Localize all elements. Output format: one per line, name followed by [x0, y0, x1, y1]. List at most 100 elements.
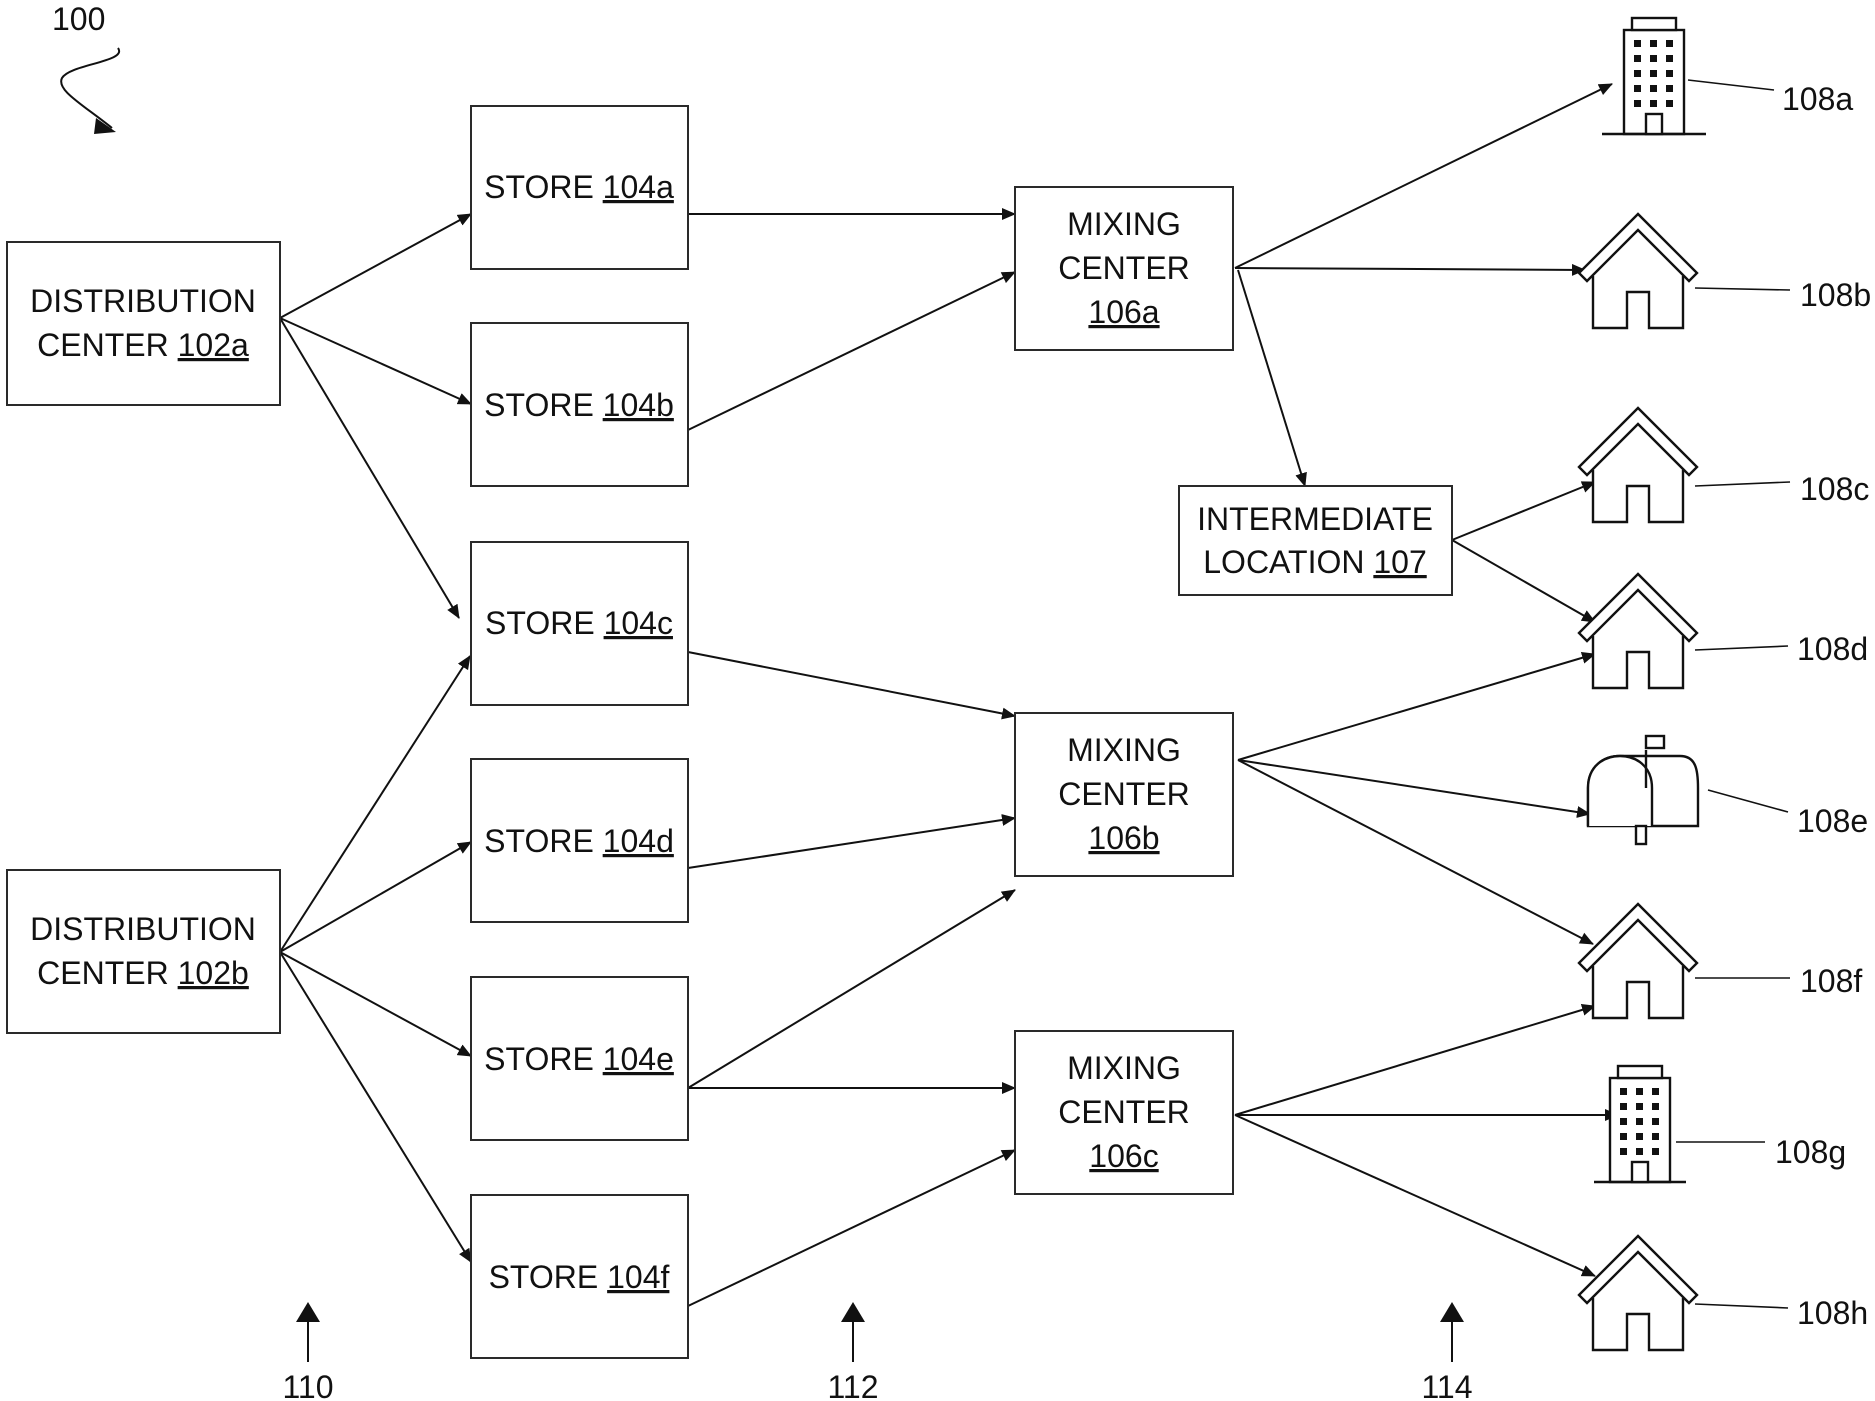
destination-label: 108b — [1800, 277, 1871, 313]
node-box — [470, 322, 689, 487]
destination-label: 108e — [1797, 803, 1868, 839]
tier-label-114: 114 — [1421, 1302, 1473, 1401]
destination-label: 108a — [1782, 81, 1853, 117]
destination-label: 108d — [1797, 631, 1868, 667]
tier-label-text: 114 — [1421, 1369, 1472, 1401]
house-icon — [1577, 902, 1699, 1020]
destination-108h: 108h — [1577, 1234, 1868, 1352]
node-line-2: CENTER — [1058, 776, 1190, 812]
leader-line-108e — [1707, 789, 1789, 813]
edge-102b-to-104f — [279, 951, 472, 1263]
edge-106a-to-107 — [1237, 269, 1307, 487]
node-ref: 104c — [604, 605, 673, 641]
node-ref: 104b — [603, 387, 674, 423]
destination-label: 108c — [1800, 471, 1869, 507]
node-ref: 106c — [1089, 1138, 1158, 1174]
node-line-2: CENTER — [1058, 1094, 1190, 1130]
edge-107-to-108d — [1451, 539, 1596, 623]
tier-label-112: 112 — [827, 1302, 879, 1401]
tier-arrowhead — [1440, 1302, 1464, 1322]
edge-104f-to-106c — [687, 1149, 1016, 1307]
node-label: STORE 104d — [484, 823, 674, 859]
store-104c: STORE 104c — [470, 541, 689, 706]
edge-102a-to-104c — [279, 317, 460, 619]
node-ref: 102a — [178, 327, 249, 363]
node-box — [470, 105, 689, 270]
destination-label: 108h — [1797, 1295, 1868, 1331]
edge-107-to-108c — [1451, 481, 1596, 541]
node-box — [1178, 485, 1453, 596]
node-line-1: MIXING — [1067, 732, 1181, 768]
edge-106a-to-108a — [1234, 83, 1613, 269]
node-box — [470, 758, 689, 923]
edge-104e-to-106b — [687, 889, 1016, 1089]
edge-102b-to-104c — [279, 655, 471, 953]
node-box — [6, 241, 281, 406]
node-box — [1014, 186, 1234, 351]
node-line-1: INTERMEDIATE — [1197, 501, 1433, 537]
house-icon — [1577, 572, 1699, 690]
store-104a: STORE 104a — [470, 105, 689, 270]
node-line-2: CENTER — [1058, 250, 1190, 286]
node-label: STORE 104c — [485, 605, 673, 641]
node-ref: 104e — [603, 1041, 674, 1077]
node-box — [6, 869, 281, 1034]
mixing-center-106c: MIXING CENTER 106c — [1014, 1030, 1234, 1195]
destination-label: 108f — [1800, 963, 1862, 999]
node-ref: 104d — [603, 823, 674, 859]
node-ref: 102b — [178, 955, 249, 991]
edge-104c-to-106b — [687, 651, 1016, 720]
leaders-layer — [1676, 79, 1791, 1309]
edge-102b-to-104e — [279, 951, 472, 1057]
mixing-center-106b: MIXING CENTER 106b — [1014, 712, 1234, 877]
node-line-1: DISTRIBUTION — [30, 283, 256, 319]
edge-106c-to-108h — [1234, 1114, 1596, 1277]
destination-108f: 108f — [1577, 902, 1862, 1020]
node-box — [470, 1194, 689, 1359]
leader-line-108d — [1694, 645, 1789, 651]
destination-108a: 108a — [1602, 16, 1853, 136]
mailbox-icon — [1586, 734, 1700, 846]
leader-line-108c — [1694, 481, 1791, 487]
node-box — [470, 541, 689, 706]
node-line-2: CENTER 102a — [37, 327, 249, 363]
node-box — [1014, 1030, 1234, 1195]
figure-pointer-arrow — [60, 47, 121, 129]
distribution-center-102a: DISTRIBUTION CENTER 102a — [6, 241, 281, 406]
house-icon — [1577, 1234, 1699, 1352]
node-ref: 106a — [1088, 294, 1159, 330]
edge-106b-to-108d — [1237, 651, 1596, 761]
node-line-2: LOCATION 107 — [1203, 544, 1426, 580]
house-icon — [1577, 212, 1699, 330]
tier-label-text: 112 — [827, 1369, 878, 1401]
edge-102a-to-104a — [279, 213, 472, 319]
intermediate-location-107: INTERMEDIATE LOCATION 107 — [1178, 485, 1453, 596]
node-line-2: CENTER 102b — [37, 955, 249, 991]
figure-label: 100 — [52, 1, 105, 37]
destination-108g: 108g — [1594, 1064, 1846, 1184]
destination-108d: 108d — [1577, 572, 1868, 690]
store-104e: STORE 104e — [470, 976, 689, 1141]
edge-104b-to-106a — [687, 271, 1016, 431]
node-label: STORE 104b — [484, 387, 674, 423]
node-ref: 104f — [607, 1259, 669, 1295]
store-104b: STORE 104b — [470, 322, 689, 487]
node-label: STORE 104e — [484, 1041, 674, 1077]
office-building-icon — [1594, 1064, 1686, 1184]
node-line-1: MIXING — [1067, 1050, 1181, 1086]
edge-104d-to-106b — [687, 814, 1016, 869]
leader-line-108h — [1694, 1303, 1789, 1309]
destination-108c: 108c — [1577, 406, 1869, 524]
edges-layer — [279, 83, 1619, 1307]
edge-102b-to-104d — [279, 841, 472, 953]
destination-108b: 108b — [1577, 212, 1871, 330]
office-building-icon — [1602, 16, 1706, 136]
store-104f: STORE 104f — [470, 1194, 689, 1359]
store-104d: STORE 104d — [470, 758, 689, 923]
edge-106c-to-108f — [1234, 1004, 1596, 1116]
leader-line-108a — [1687, 79, 1775, 91]
node-line-1: DISTRIBUTION — [30, 911, 256, 947]
tier-arrowhead — [296, 1302, 320, 1322]
destination-108e: 108e — [1586, 734, 1868, 846]
